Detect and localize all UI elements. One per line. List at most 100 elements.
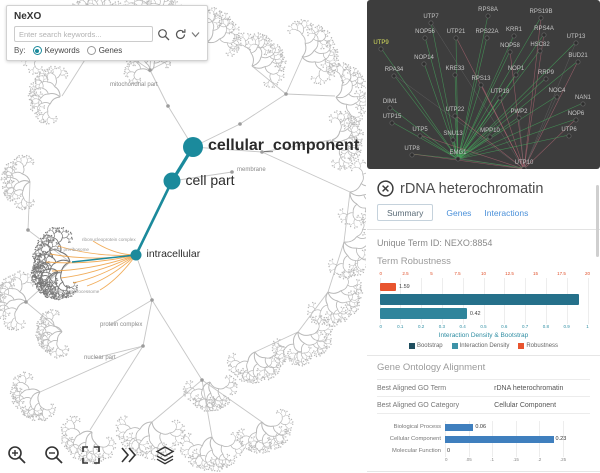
gene-label[interactable]: HSC82 xyxy=(530,42,550,48)
gene-node[interactable] xyxy=(453,35,459,41)
gene-node[interactable] xyxy=(580,101,586,107)
gene-label[interactable]: RPS4A xyxy=(534,26,554,32)
gene-node[interactable] xyxy=(378,46,384,52)
ontology-node[interactable] xyxy=(183,137,203,157)
gene-label[interactable]: NOP1 xyxy=(508,66,525,72)
gene-node[interactable] xyxy=(484,35,490,41)
ontology-node[interactable] xyxy=(163,172,181,190)
expand-branches-button[interactable] xyxy=(116,443,140,470)
gene-label[interactable]: UTP10 xyxy=(515,160,534,166)
gene-node[interactable] xyxy=(497,95,503,101)
gene-label[interactable]: NOP58 xyxy=(500,43,520,49)
gene-label[interactable]: NAN1 xyxy=(575,95,592,101)
ontology-tree-canvas[interactable] xyxy=(0,0,366,473)
gene-node[interactable] xyxy=(541,32,547,38)
details-scrollbar[interactable] xyxy=(596,185,599,257)
ontology-node[interactable] xyxy=(130,249,142,261)
gene-label[interactable]: EMG1 xyxy=(449,150,467,156)
gene-label[interactable]: RPA34 xyxy=(385,67,404,73)
search-panel: NeXO By: Keywords xyxy=(6,5,208,61)
gene-node[interactable] xyxy=(417,133,423,139)
search-icon[interactable] xyxy=(157,28,170,41)
gene-node[interactable] xyxy=(485,13,491,19)
gene-label[interactable]: UTP8 xyxy=(404,146,420,152)
gene-node[interactable] xyxy=(387,105,393,111)
ontology-node-label[interactable]: intracellular xyxy=(146,248,201,260)
gene-label[interactable]: RPS13 xyxy=(471,76,491,82)
layers-button[interactable] xyxy=(153,443,177,470)
gene-label[interactable]: RRP9 xyxy=(538,70,555,76)
gene-label[interactable]: UTP15 xyxy=(383,114,402,120)
gene-label[interactable]: SNU13 xyxy=(443,131,463,137)
gene-node[interactable] xyxy=(422,35,428,41)
gene-node[interactable] xyxy=(455,156,461,162)
gene-label[interactable]: NOP56 xyxy=(415,29,435,35)
gene-node[interactable] xyxy=(428,20,434,26)
gene-label[interactable]: RPS19B xyxy=(529,9,552,15)
gene-node[interactable] xyxy=(516,115,522,121)
gene-node[interactable] xyxy=(421,61,427,67)
gene-node[interactable] xyxy=(478,82,484,88)
gene-node[interactable] xyxy=(452,72,458,78)
close-icon[interactable] xyxy=(377,180,394,197)
radio-keywords[interactable]: Keywords xyxy=(32,46,80,55)
gene-label[interactable]: NOP14 xyxy=(414,55,434,61)
gene-label[interactable]: NOP6 xyxy=(568,111,585,117)
gene-node[interactable] xyxy=(513,72,519,78)
gene-label[interactable]: UTP7 xyxy=(423,14,439,20)
zoom-out-button[interactable] xyxy=(42,443,66,470)
gene-label[interactable]: KRR1 xyxy=(506,27,523,33)
tab-genes[interactable]: Genes xyxy=(446,207,472,218)
gene-label[interactable]: RPS8A xyxy=(478,7,498,13)
gene-label[interactable]: NOC4 xyxy=(549,88,566,94)
gene-node[interactable] xyxy=(543,76,549,82)
radio-keywords-control[interactable] xyxy=(32,46,42,55)
gene-label[interactable]: RPS22A xyxy=(475,29,498,35)
gene-label[interactable]: PWP2 xyxy=(510,109,528,115)
gene-label[interactable]: UTP5 xyxy=(412,127,428,133)
app-title: NeXO xyxy=(14,11,42,22)
gene-node[interactable] xyxy=(566,133,572,139)
gene-label[interactable]: MPP10 xyxy=(480,128,500,134)
gene-node[interactable] xyxy=(521,166,527,169)
gene-label[interactable]: UTP6 xyxy=(561,127,577,133)
gene-node[interactable] xyxy=(389,120,395,126)
tab-summary[interactable]: Summary xyxy=(377,204,434,221)
reset-icon[interactable] xyxy=(174,28,187,41)
gene-node[interactable] xyxy=(573,40,579,46)
zoom-in-button[interactable] xyxy=(5,443,29,470)
gene-label[interactable]: KRE33 xyxy=(445,66,465,72)
gene-node[interactable] xyxy=(507,49,513,55)
gene-node[interactable] xyxy=(575,59,581,65)
gene-node[interactable] xyxy=(391,73,397,79)
fit-screen-button[interactable] xyxy=(79,443,103,470)
gene-node[interactable] xyxy=(511,33,517,39)
radio-genes[interactable]: Genes xyxy=(86,46,122,55)
ontology-node-label[interactable]: cell part xyxy=(185,172,235,188)
gene-node[interactable] xyxy=(487,134,493,140)
radio-genes-control[interactable] xyxy=(86,46,96,55)
gene-node[interactable] xyxy=(450,137,456,143)
chevron-down-icon[interactable] xyxy=(191,31,200,38)
tab-interactions[interactable]: Interactions xyxy=(484,207,529,218)
gene-label[interactable]: UTP18 xyxy=(491,89,510,95)
gene-label[interactable]: UTP21 xyxy=(447,29,466,35)
gene-node[interactable] xyxy=(573,117,579,123)
gene-node[interactable] xyxy=(409,152,415,158)
bar-value-label: 1.59 xyxy=(399,284,410,290)
gene-label[interactable]: BUD21 xyxy=(568,53,588,59)
search-input[interactable] xyxy=(14,26,153,42)
gene-node[interactable] xyxy=(537,48,543,54)
ontology-node-label[interactable]: cellular_component xyxy=(208,137,360,154)
gene-node[interactable] xyxy=(538,15,544,21)
gene-node[interactable] xyxy=(554,94,560,100)
gene-label[interactable]: DIM1 xyxy=(383,99,398,105)
bar-value-label: 0.42 xyxy=(469,310,481,317)
gene-label[interactable]: UTP13 xyxy=(567,34,586,40)
gene-label[interactable]: UTP9 xyxy=(373,40,389,46)
gene-node[interactable] xyxy=(452,113,458,119)
gene-label[interactable]: UTP22 xyxy=(446,107,465,113)
